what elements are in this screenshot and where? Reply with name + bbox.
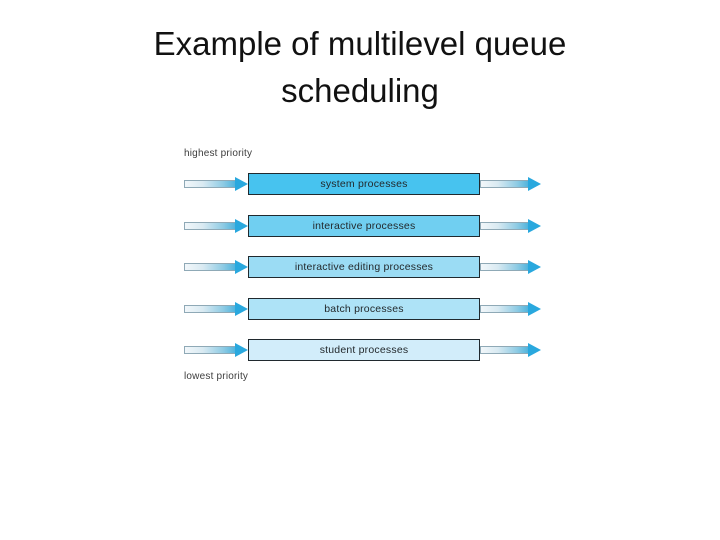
arrow-shaft [184,222,237,230]
queue-label: system processes [320,178,408,190]
arrow-shaft [480,222,530,230]
queue-row: student processes [184,339,542,361]
queue-entry-arrow [184,215,248,237]
arrow-shaft [184,305,237,313]
queue-box: batch processes [248,298,480,320]
queue-exit-arrow [480,256,542,278]
arrow-shaft [184,263,237,271]
arrow-head-icon [235,260,248,274]
arrow-shaft [480,180,530,188]
queue-exit-arrow [480,215,542,237]
queue-entry-arrow [184,256,248,278]
queue-exit-arrow [480,173,542,195]
slide-title-line-1: Example of multilevel queue [153,25,567,62]
queue-label: student processes [319,344,409,356]
arrow-shaft [184,346,237,354]
arrow-shaft [480,305,530,313]
highest-priority-label: highest priority [184,148,253,159]
arrow-head-icon [235,177,248,191]
slide-title: Example of multilevel queue scheduling [0,20,720,114]
arrow-shaft [184,180,237,188]
arrow-head-icon [528,302,541,316]
queue-box: system processes [248,173,480,195]
arrow-head-icon [528,219,541,233]
queue-row: batch processes [184,298,542,320]
queue-row: interactive processes [184,215,542,237]
arrow-head-icon [235,343,248,357]
queue-label: interactive processes [312,220,416,232]
queue-entry-arrow [184,298,248,320]
queue-exit-arrow [480,298,542,320]
arrow-head-icon [235,302,248,316]
queue-box: interactive processes [248,215,480,237]
queue-entry-arrow [184,173,248,195]
queue-label: batch processes [324,303,404,315]
queue-box: student processes [248,339,480,361]
queue-box: interactive editing processes [248,256,480,278]
arrow-head-icon [235,219,248,233]
queue-row: interactive editing processes [184,256,542,278]
slide-title-line-2: scheduling [281,72,439,109]
queue-row: system processes [184,173,542,195]
arrow-head-icon [528,260,541,274]
arrow-head-icon [528,177,541,191]
lowest-priority-label: lowest priority [184,371,249,382]
queue-entry-arrow [184,339,248,361]
arrow-head-icon [528,343,541,357]
queue-exit-arrow [480,339,542,361]
queue-label: interactive editing processes [294,261,434,273]
arrow-shaft [480,346,530,354]
arrow-shaft [480,263,530,271]
